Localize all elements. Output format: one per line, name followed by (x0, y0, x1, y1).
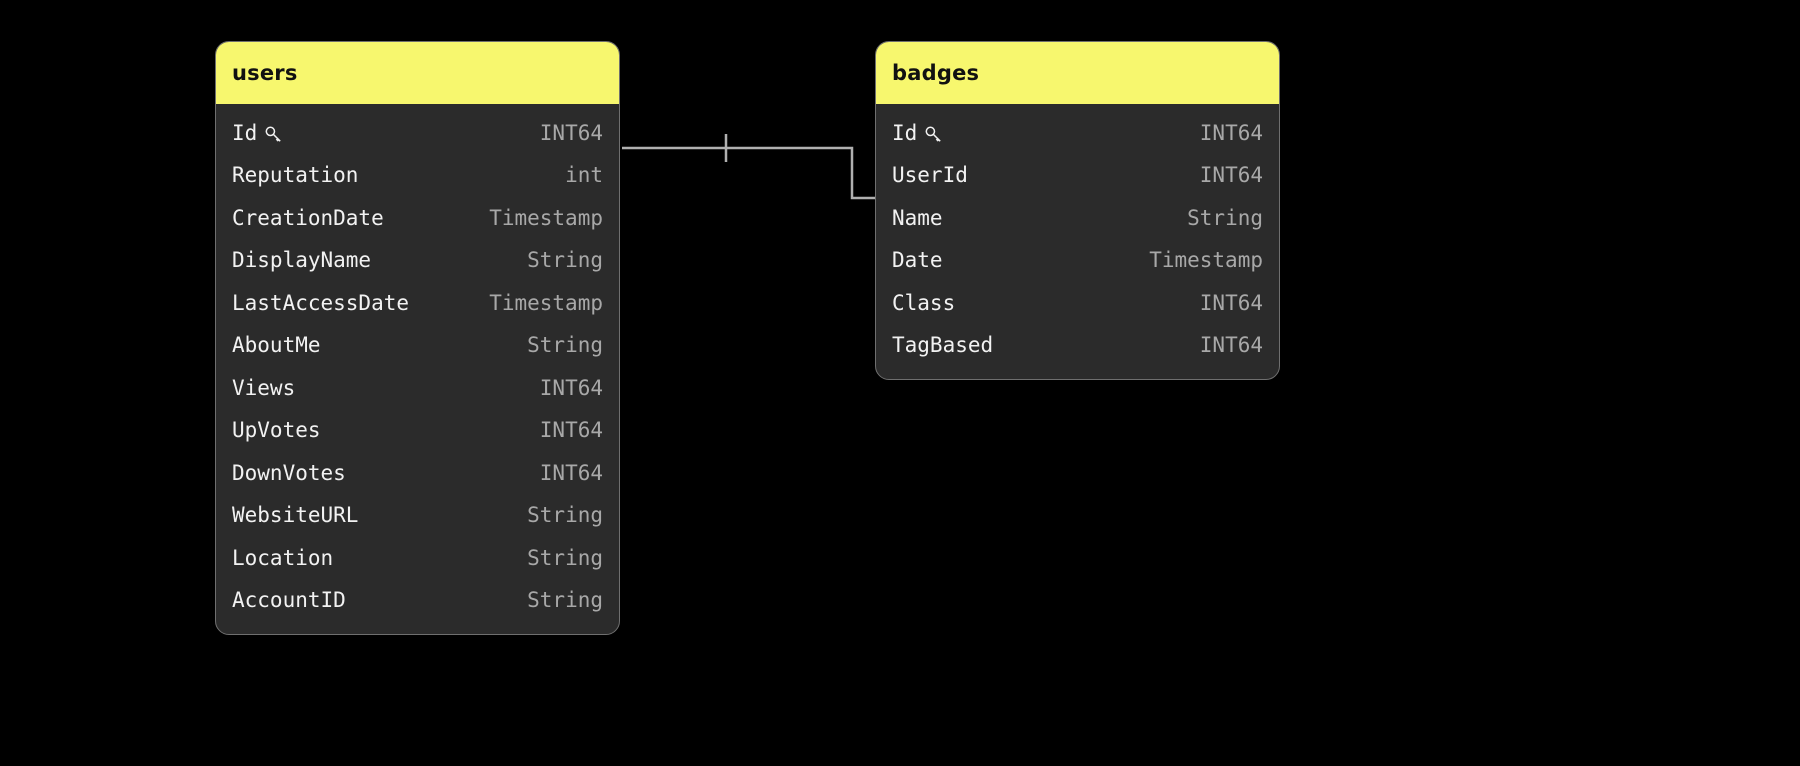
field-type: String (527, 248, 603, 273)
field-row[interactable]: UserId INT64 (876, 155, 1279, 198)
field-row[interactable]: Views INT64 (216, 367, 619, 410)
field-row[interactable]: Class INT64 (876, 282, 1279, 325)
field-row[interactable]: DisplayName String (216, 240, 619, 283)
field-name: UserId (892, 163, 968, 188)
field-type: String (527, 333, 603, 358)
field-row[interactable]: Name String (876, 197, 1279, 240)
key-icon (264, 125, 283, 144)
field-row[interactable]: UpVotes INT64 (216, 410, 619, 453)
field-name: Location (232, 545, 334, 570)
entity-title-users: users (232, 61, 298, 85)
field-name: Views (232, 375, 296, 400)
field-name: Date (892, 248, 943, 273)
field-name: Name (892, 205, 943, 230)
field-name: CreationDate (232, 205, 384, 230)
field-type: String (1187, 205, 1263, 230)
field-name: AboutMe (232, 333, 321, 358)
field-type: String (527, 588, 603, 613)
field-name: TagBased (892, 333, 994, 358)
field-row[interactable]: WebsiteURL String (216, 495, 619, 538)
field-name: Class (892, 290, 956, 315)
field-name: LastAccessDate (232, 290, 410, 315)
field-row[interactable]: Reputation int (216, 155, 619, 198)
field-name: Id (892, 120, 918, 145)
field-row[interactable]: AccountID String (216, 580, 619, 623)
field-type: Timestamp (1149, 248, 1263, 273)
field-type: INT64 (1199, 120, 1263, 145)
field-type: int (565, 163, 603, 188)
field-name: Reputation (232, 163, 359, 188)
field-row[interactable]: CreationDate Timestamp (216, 197, 619, 240)
entity-fields-badges: Id INT64 UserId INT64 (876, 104, 1279, 379)
entity-title-badges: badges (892, 61, 980, 85)
field-row[interactable]: TagBased INT64 (876, 325, 1279, 368)
field-name: Id (232, 120, 258, 145)
entity-fields-users: Id INT64 Reputation int (216, 104, 619, 634)
field-name: DisplayName (232, 248, 372, 273)
key-icon (924, 125, 943, 144)
entity-card-users[interactable]: users Id INT64 Repu (215, 41, 620, 635)
field-type: Timestamp (489, 205, 603, 230)
field-row[interactable]: Id INT64 (216, 112, 619, 155)
field-row[interactable]: Id INT64 (876, 112, 1279, 155)
field-type: INT64 (539, 375, 603, 400)
field-row[interactable]: Date Timestamp (876, 240, 1279, 283)
field-type: INT64 (539, 120, 603, 145)
field-type: INT64 (539, 418, 603, 443)
entity-card-badges[interactable]: badges Id INT64 Use (875, 41, 1280, 380)
entity-header-users: users (216, 42, 619, 104)
field-type: String (527, 545, 603, 570)
field-name: AccountID (232, 588, 346, 613)
field-type: String (527, 503, 603, 528)
field-type: INT64 (1199, 333, 1263, 358)
field-type: INT64 (539, 460, 603, 485)
field-name: UpVotes (232, 418, 321, 443)
field-row[interactable]: Location String (216, 537, 619, 580)
field-name: DownVotes (232, 460, 346, 485)
field-type: INT64 (1199, 163, 1263, 188)
field-name: WebsiteURL (232, 503, 359, 528)
field-row[interactable]: AboutMe String (216, 325, 619, 368)
field-type: INT64 (1199, 290, 1263, 315)
field-row[interactable]: LastAccessDate Timestamp (216, 282, 619, 325)
field-type: Timestamp (489, 290, 603, 315)
field-row[interactable]: DownVotes INT64 (216, 452, 619, 495)
entity-header-badges: badges (876, 42, 1279, 104)
